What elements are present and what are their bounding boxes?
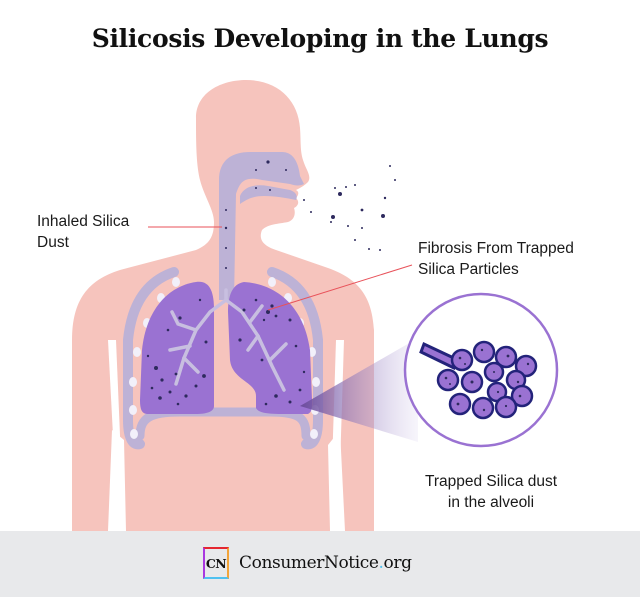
label-inhaled-silica-dust: Inhaled Silica Dust — [37, 211, 129, 253]
alveoli-cluster — [419, 340, 538, 420]
label-fibrosis-line1: Fibrosis From Trapped — [418, 240, 574, 257]
label-trapped-line2: in the alveoli — [447, 494, 535, 511]
consumernotice-logo[interactable]: CN ConsumerNotice.org — [203, 547, 412, 579]
silicosis-illustration — [72, 80, 559, 531]
footer: CN ConsumerNotice.org — [0, 531, 640, 597]
brand-tld: org — [383, 553, 412, 573]
brand-name: ConsumerNotice.org — [239, 553, 412, 573]
page-title: Silicosis Developing in the Lungs — [91, 24, 549, 53]
airway — [219, 152, 304, 300]
airway-particles — [224, 160, 287, 269]
label-fibrosis: Fibrosis From Trapped Silica Particles — [418, 238, 574, 280]
magnifier-beam — [300, 338, 418, 442]
rib-cage — [123, 267, 323, 450]
label-fibrosis-line2: Silica Particles — [418, 261, 519, 278]
label-trapped-silica: Trapped Silica dust in the alveoli — [406, 471, 576, 513]
fibrosis-leader-line — [267, 264, 413, 311]
inhaled-dust-particles — [303, 165, 396, 251]
cn-logo-icon: CN — [203, 547, 229, 579]
magnifier-circle — [403, 292, 559, 448]
label-trapped-line1: Trapped Silica dust — [424, 473, 558, 490]
label-inhaled-line2: Dust — [37, 234, 69, 251]
brand-name-main: ConsumerNotice — [239, 553, 379, 573]
lungs — [140, 281, 312, 414]
label-inhaled-line1: Inhaled Silica — [37, 213, 130, 230]
brand-dot: . — [378, 553, 384, 573]
body-silhouette — [72, 80, 374, 531]
lung-particles — [146, 298, 306, 406]
